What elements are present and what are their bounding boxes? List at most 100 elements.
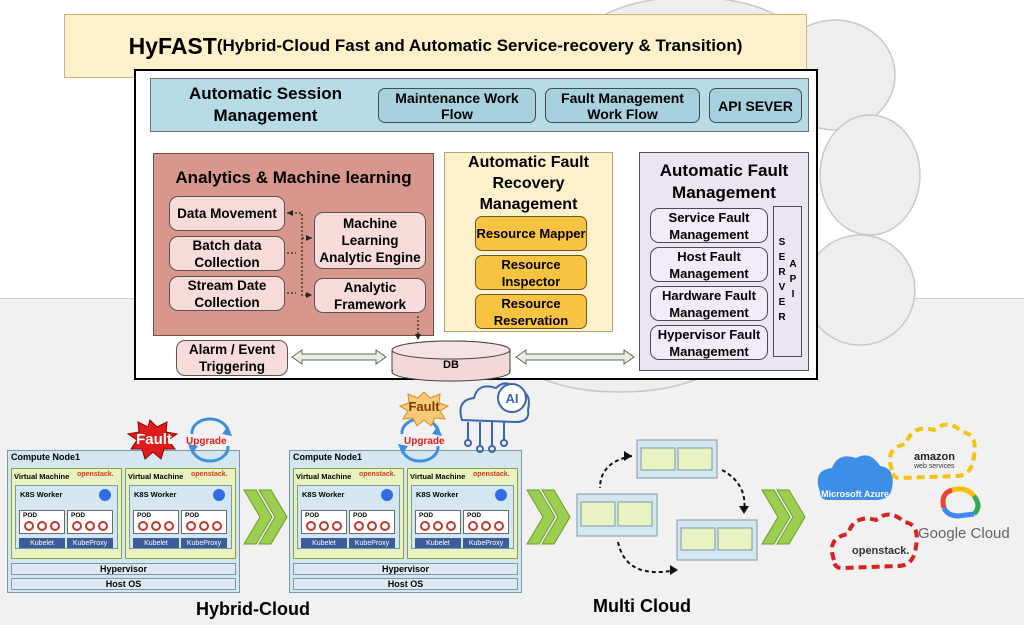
container-icon bbox=[446, 521, 456, 531]
container-icon bbox=[98, 521, 108, 531]
container-icon bbox=[85, 521, 95, 531]
maintenance-workflow-box: Maintenance Work Flow bbox=[378, 88, 536, 123]
hypervisor-bar: Hypervisor bbox=[11, 563, 236, 575]
pod-box: POD bbox=[19, 510, 65, 534]
pod-box: POD bbox=[181, 510, 227, 534]
container-icon bbox=[332, 521, 342, 531]
host-fault-box: Host Fault Management bbox=[650, 247, 768, 282]
pod-label: POD bbox=[23, 512, 38, 519]
pod-box: POD bbox=[415, 510, 461, 534]
container-icon bbox=[354, 521, 364, 531]
transition-chevrons bbox=[243, 489, 806, 545]
container-icon bbox=[24, 521, 34, 531]
pod-box: POD bbox=[463, 510, 509, 534]
kubernetes-icon bbox=[99, 489, 111, 501]
compute-node-title-1: Compute Node1 bbox=[11, 452, 81, 462]
google-cloud-label: Google Cloud bbox=[918, 525, 1010, 542]
openstack-cloud-icon bbox=[829, 512, 919, 571]
container-icon bbox=[72, 521, 82, 531]
pod-box: POD bbox=[301, 510, 347, 534]
container-icon bbox=[468, 521, 478, 531]
container-icon bbox=[367, 521, 377, 531]
container-icon bbox=[319, 521, 329, 531]
title-prefix: HyFAST bbox=[128, 32, 217, 59]
container-icon bbox=[199, 521, 209, 531]
kubelet-bar: Kubelet bbox=[19, 538, 65, 548]
vm-label: Virtual Machine bbox=[14, 472, 70, 481]
api-server-box: API SEVER bbox=[709, 88, 802, 123]
resource-inspector-box: Resource Inspector bbox=[475, 255, 587, 290]
pod-box: POD bbox=[67, 510, 113, 534]
kubeproxy-bar: KubeProxy bbox=[349, 538, 395, 548]
alarm-trigger-box: Alarm / Event Triggering bbox=[176, 340, 288, 376]
container-icon bbox=[37, 521, 47, 531]
ml-engine-box: Machine Learning Analytic Engine bbox=[314, 212, 426, 269]
k8s-label: K8S Worker bbox=[20, 490, 63, 499]
container-icon bbox=[50, 521, 60, 531]
kubeproxy-bar: KubeProxy bbox=[181, 538, 227, 548]
container-icon bbox=[433, 521, 443, 531]
hybrid-cloud-label: Hybrid-Cloud bbox=[196, 598, 310, 619]
kubelet-bar: Kubelet bbox=[301, 538, 347, 548]
pod-label: POD bbox=[137, 512, 152, 519]
google-cloud-icon bbox=[940, 486, 981, 519]
kubernetes-icon bbox=[495, 489, 507, 501]
session-heading: Automatic Session Management bbox=[188, 84, 343, 125]
kubelet-bar: Kubelet bbox=[133, 538, 179, 548]
api-server-vertical: API SERVER bbox=[773, 206, 802, 357]
ai-cloud-icon bbox=[459, 382, 530, 453]
fault-label: Fault bbox=[136, 430, 172, 448]
analytics-heading: Analytics & Machine learning bbox=[175, 168, 412, 187]
compute-node-title-2: Compute Node1 bbox=[293, 452, 363, 462]
host-os-bar: Host OS bbox=[293, 578, 518, 590]
kubernetes-icon bbox=[381, 489, 393, 501]
container-icon bbox=[380, 521, 390, 531]
pod-label: POD bbox=[467, 512, 482, 519]
k8s-label: K8S Worker bbox=[302, 490, 345, 499]
batch-collection-box: Batch data Collection bbox=[169, 236, 285, 271]
kubeproxy-bar: KubeProxy bbox=[67, 538, 113, 548]
pod-box: POD bbox=[349, 510, 395, 534]
azure-label: Microsoft Azure bbox=[821, 489, 889, 499]
multi-cloud-label: Multi Cloud bbox=[593, 595, 691, 616]
title-rest: (Hybrid-Cloud Fast and Automatic Service… bbox=[216, 36, 743, 55]
hypervisor-bar: Hypervisor bbox=[293, 563, 518, 575]
host-os-bar: Host OS bbox=[11, 578, 236, 590]
container-icon bbox=[494, 521, 504, 531]
container-icon bbox=[212, 521, 222, 531]
api-server-vertical-label: API SERVER bbox=[776, 236, 799, 327]
kubeproxy-bar: KubeProxy bbox=[463, 538, 509, 548]
container-icon bbox=[164, 521, 174, 531]
multi-cloud-arrows bbox=[599, 455, 746, 574]
openstack-mini-logo: openstack. bbox=[77, 471, 114, 478]
container-icon bbox=[306, 521, 316, 531]
fault-management-heading: Automatic Fault Management bbox=[659, 161, 789, 202]
container-icon bbox=[151, 521, 161, 531]
pod-label: POD bbox=[419, 512, 434, 519]
hypervisor-fault-box: Hypervisor Fault Management bbox=[650, 325, 768, 360]
fault-burst-icon bbox=[398, 391, 450, 427]
recovery-heading: Automatic Fault Recovery Management bbox=[468, 153, 589, 213]
pod-box: POD bbox=[133, 510, 179, 534]
kubernetes-icon bbox=[213, 489, 225, 501]
openstack-label: openstack. bbox=[852, 545, 910, 557]
container-icon bbox=[481, 521, 491, 531]
hardware-fault-box: Hardware Fault Management bbox=[650, 286, 768, 321]
azure-cloud-icon bbox=[817, 455, 893, 500]
pod-label: POD bbox=[353, 512, 368, 519]
resource-mapper-box: Resource Mapper bbox=[475, 216, 587, 251]
page-title: HyFAST (Hybrid-Cloud Fast and Automatic … bbox=[64, 14, 807, 78]
db-cylinder bbox=[391, 340, 511, 382]
container-icon bbox=[138, 521, 148, 531]
resource-reservation-box: Resource Reservation bbox=[475, 294, 587, 329]
vm-label: Virtual Machine bbox=[410, 472, 466, 481]
analytic-framework-box: Analytic Framework bbox=[314, 278, 426, 313]
fault-burst-icon bbox=[126, 419, 179, 460]
pod-label: POD bbox=[71, 512, 86, 519]
vm-label: Virtual Machine bbox=[128, 472, 184, 481]
fault-workflow-box: Fault Management Work Flow bbox=[545, 88, 700, 123]
aws-cloud-icon bbox=[887, 422, 977, 481]
aws-sub-label: web services bbox=[914, 463, 955, 470]
